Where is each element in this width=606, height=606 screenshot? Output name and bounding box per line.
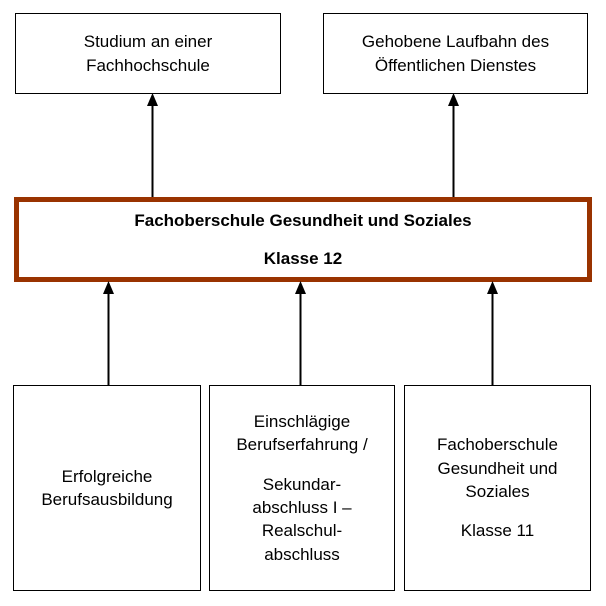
node-erfolgreiche-berufsausbildung[interactable]: Erfolgreiche Berufsausbildung <box>13 385 201 591</box>
node-klasse-12-line-1: Fachoberschule Gesundheit und Soziales <box>134 211 472 231</box>
node-studium-line-2: Fachhochschule <box>86 55 210 75</box>
node-gehobene-laufbahn-line-2: Öffentlichen Dienstes <box>374 55 537 75</box>
node-fachoberschule-klasse-11[interactable]: Fachoberschule Gesundheit und Soziales K… <box>404 385 591 591</box>
node-berufsausbildung-text: Erfolgreiche Berufsausbildung <box>41 466 173 509</box>
arrow-center-to-studium <box>144 93 161 198</box>
node-sekundarabschluss-text: Sekundar- abschluss I – Realschul- absch… <box>252 474 352 564</box>
node-berufserfahrung-text: Einschlägige Berufserfahrung / <box>236 411 368 455</box>
node-gehobene-laufbahn-line-1: Gehobene Laufbahn des <box>361 32 550 52</box>
node-berufserfahrung-sekundarabschluss[interactable]: Einschlägige Berufserfahrung / Sekundar-… <box>209 385 395 591</box>
arrow-berufserfahrung-to-center <box>292 281 309 385</box>
node-klasse-12-line-2: Klasse 12 <box>263 248 343 268</box>
arrow-center-to-gehobene-laufbahn <box>445 93 462 198</box>
node-klasse-11-grade-text: Klasse 11 <box>460 521 535 541</box>
arrow-klasse-11-to-center <box>484 281 501 385</box>
node-studium-fachhochschule[interactable]: Studium an einer Fachhochschule <box>15 13 281 94</box>
node-klasse-11-school-text: Fachoberschule Gesundheit und Soziales <box>437 435 558 501</box>
arrow-berufsausbildung-to-center <box>100 281 117 385</box>
node-fachoberschule-klasse-12[interactable]: Fachoberschule Gesundheit und Soziales K… <box>14 197 592 282</box>
node-gehobene-laufbahn[interactable]: Gehobene Laufbahn des Öffentlichen Diens… <box>323 13 588 94</box>
node-studium-line-1: Studium an einer <box>83 32 213 52</box>
